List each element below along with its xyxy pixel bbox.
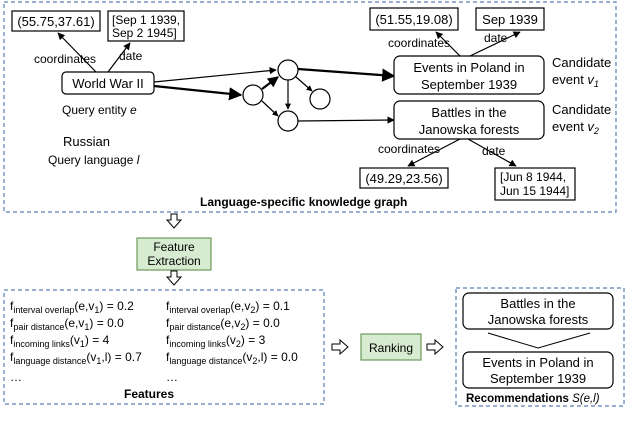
flow-arrow-right-2 (426, 338, 444, 356)
c1-coordinates-box (369, 7, 459, 31)
edge-query-date (107, 42, 131, 73)
edge-query-to-left (153, 84, 243, 101)
query-entity-node (61, 71, 155, 95)
flow-arrow-right-1 (331, 338, 349, 356)
c1-coordinates-label: coordinates (388, 36, 450, 50)
edge-c1-date (469, 31, 521, 57)
edge-c2-coordinates (407, 138, 461, 167)
query-coordinates-box (11, 10, 101, 32)
edge-left-to-top (261, 76, 279, 90)
edge-query-to-top (153, 67, 277, 83)
ranking-box (360, 333, 422, 361)
feature-v2-line: fpair distance(e,v2) = 0.0 (166, 316, 280, 332)
feature-v1-line: fincoming links(v1) = 4 (10, 333, 110, 349)
feature-v2-line: finterval overlap(e,v2) = 0.1 (166, 299, 290, 315)
kg-panel-title: Language-specific knowledge graph (200, 195, 407, 209)
c2-date-line2: Jun 15 1944] (500, 184, 569, 198)
feature-extraction-line1: Feature (153, 240, 195, 254)
c2-date-label: date (482, 144, 506, 158)
candidate1-label-line2: event v1 (552, 72, 599, 89)
edge-bottom-to-candidate2 (297, 116, 395, 124)
query-date-label: date (119, 49, 143, 63)
features-v2-ellipsis: … (166, 370, 178, 384)
feature-extraction-box (136, 237, 212, 271)
candidate2-label-line1: Candidate (552, 102, 611, 117)
edge-c1-coordinates (435, 31, 461, 57)
graph-node-bottom (277, 110, 299, 132)
graph-node-left (242, 84, 264, 106)
recommendations-panel (455, 287, 625, 407)
feature-v2-line: flanguage distance(v2,l) = 0.0 (166, 350, 298, 366)
ranking-label: Ranking (369, 341, 413, 355)
c2-coordinates-label: coordinates (378, 142, 440, 156)
c1-date-label: date (484, 31, 508, 45)
edge-query-coordinates (57, 32, 97, 73)
recommendation-order-caret (487, 332, 591, 349)
candidate1-line2: September 1939 (421, 77, 517, 92)
recommendation-item-2-line2: September 1939 (490, 371, 586, 386)
edge-top-to-right (295, 76, 313, 92)
feature-v1-line: finterval overlap(e,v1) = 0.2 (10, 299, 134, 315)
query-coordinates-value: (55.75,37.61) (17, 14, 94, 29)
graph-node-right (309, 88, 331, 110)
recommendation-item-1-line2: Janowska forests (488, 312, 589, 327)
feature-v1-line: fpair distance(e,v1) = 0.0 (10, 316, 124, 332)
c2-date-box (494, 167, 576, 201)
c1-coordinates-value: (51.55,19.08) (375, 12, 452, 27)
edge-top-to-candidate1 (297, 67, 396, 82)
candidate2-line2: Janowska forests (419, 122, 520, 137)
query-language-label: Query language l (48, 153, 140, 167)
flow-arrow-down-2 (165, 270, 183, 286)
candidate1-line1: Events in Poland in (413, 60, 524, 75)
flow-arrow-down-1 (165, 213, 183, 229)
feature-v2-line: fincoming links(v2) = 3 (166, 333, 266, 349)
candidate1-label-line1: Candidate (552, 55, 611, 70)
candidate2-line1: Battles in the (431, 105, 506, 120)
recommendations-panel-title: Recommendations S(e,l) (466, 393, 600, 405)
recommendation-item-2 (462, 351, 614, 389)
feature-extraction-line2: Extraction (147, 254, 200, 268)
features-v1-ellipsis: … (10, 370, 22, 384)
recommendation-item-2-line1: Events in Poland in (482, 355, 593, 370)
candidate1-node (393, 55, 545, 95)
query-coordinates-label: coordinates (34, 52, 96, 66)
query-date-line2: Sep 2 1945] (112, 26, 177, 40)
kg-panel (3, 1, 617, 213)
feature-v1-line: flanguage distance(v1,l) = 0.7 (10, 350, 142, 366)
c2-date-line1: [Jun 8 1944, (500, 170, 566, 184)
query-date-line1: [Sep 1 1939, (112, 13, 180, 27)
graph-node-top (277, 59, 299, 81)
edge-left-to-bottom (261, 100, 279, 117)
c1-date-box (475, 7, 545, 31)
query-entity-label: Query entity e (62, 103, 137, 117)
c1-date-value: Sep 1939 (482, 12, 538, 27)
c2-coordinates-box (359, 167, 449, 189)
query-entity-name: World War II (72, 76, 144, 91)
recommendation-item-1-line1: Battles in the (500, 296, 575, 311)
query-language-value: Russian (63, 134, 110, 149)
query-date-box (107, 10, 185, 42)
edge-c2-date (467, 138, 517, 167)
recommendation-item-1 (462, 292, 614, 330)
candidate2-label-line2: event v2 (552, 119, 599, 136)
features-panel-title: Features (124, 387, 174, 401)
c2-coordinates-value: (49.29,23.56) (365, 171, 442, 186)
